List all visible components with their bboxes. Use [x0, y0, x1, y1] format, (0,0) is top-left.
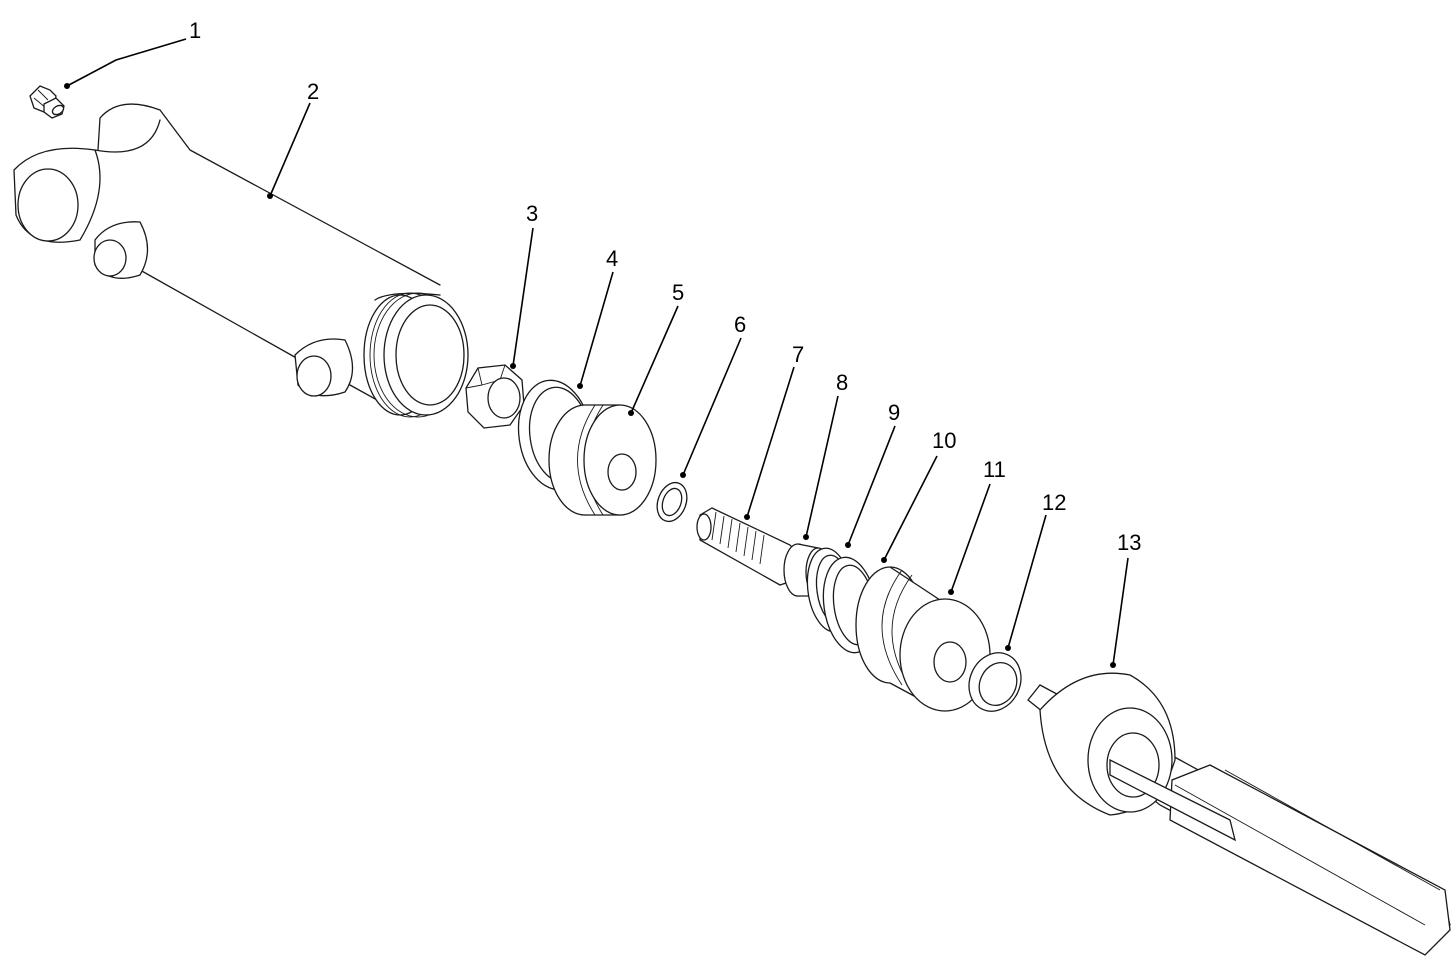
part-11-gland [855, 566, 991, 712]
part-3-hex-nut [465, 364, 525, 429]
callout-10: 10 [932, 428, 956, 453]
callout-1: 1 [189, 18, 201, 43]
part-13-rod-end [1027, 672, 1451, 956]
callout-13: 13 [1117, 530, 1141, 555]
callout-8: 8 [836, 370, 848, 395]
part-1-grease-fitting [29, 85, 65, 119]
part-5-piston [548, 404, 657, 516]
callout-11: 11 [983, 457, 1006, 482]
part-6-o-ring [656, 481, 688, 523]
part-12-wiper [968, 652, 1022, 712]
callout-3: 3 [526, 201, 538, 226]
callout-4: 4 [606, 246, 618, 271]
callout-5: 5 [672, 280, 684, 305]
leader-lines [64, 38, 1129, 668]
callout-6: 6 [734, 312, 746, 337]
callout-7: 7 [792, 342, 804, 367]
callout-9: 9 [888, 400, 900, 425]
callout-numbers: 1 2 3 4 5 6 7 8 9 10 11 12 13 [189, 18, 1141, 555]
part-2-cylinder-body [13, 103, 469, 418]
callout-2: 2 [307, 79, 319, 104]
callout-12: 12 [1042, 490, 1066, 515]
